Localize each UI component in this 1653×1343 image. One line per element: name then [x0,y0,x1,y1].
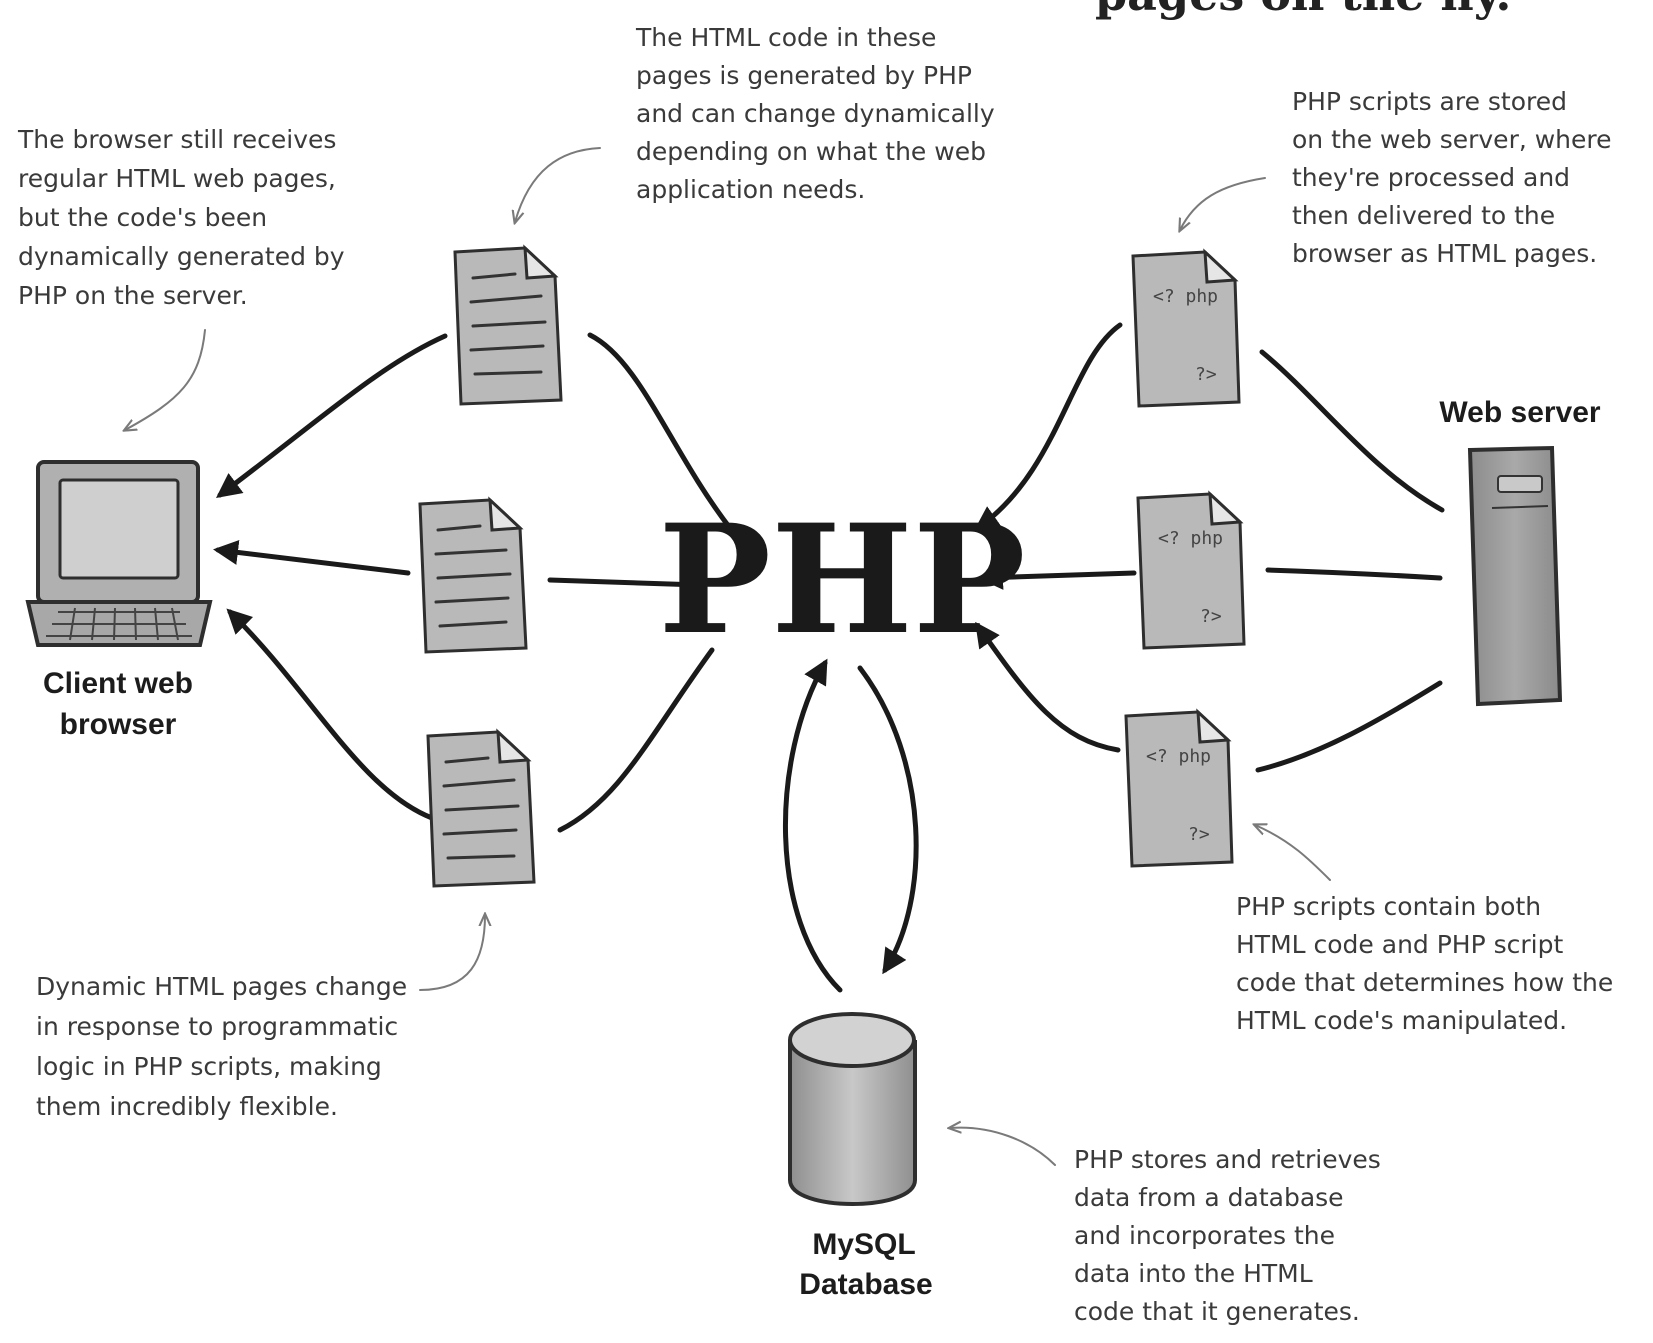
note-line: Dynamic HTML pages change [36,972,407,1001]
note-line: PHP stores and retrieves [1074,1145,1381,1174]
note-line: browser as HTML pages. [1292,239,1597,268]
note-database: PHP stores and retrieves data from a data… [1074,1145,1381,1326]
note-line: data into the HTML [1074,1259,1313,1288]
php-open-tag-top: <? php [1153,286,1218,307]
note-line: code that determines how the [1236,968,1613,997]
web-server-label: Web server [1439,396,1601,429]
note-line: HTML code's manipulated. [1236,1006,1567,1035]
html-page-icon-bottom [426,728,536,888]
php-open-tag-middle: <? php [1158,528,1223,549]
php-open-tag-bottom: <? php [1146,746,1211,767]
html-page-icon-top [453,244,563,406]
php-script-icon-bottom: <? php ?> [1124,708,1234,868]
note-line: PHP on the server. [18,281,248,310]
database-icon [788,1012,917,1206]
database-label-line2: Database [799,1268,932,1301]
note-line: depending on what the web [636,137,986,166]
note-line: but the code's been [18,203,267,232]
php-center-label: PHP [658,492,1025,668]
note-line: and incorporates the [1074,1221,1335,1250]
note-line: The browser still receives [17,125,336,154]
laptop-icon [25,460,213,647]
note-line: they're processed and [1292,163,1570,192]
note-html-pages: The HTML code in these pages is generated… [635,23,995,204]
note-line: them incredibly flexible. [36,1092,338,1121]
note-line: PHP scripts contain both [1236,892,1541,921]
php-close-tag-middle: ?> [1200,606,1222,627]
note-line: pages is generated by PHP [636,61,972,90]
note-line: code that it generates. [1074,1297,1360,1326]
php-script-icon-middle: <? php ?> [1136,490,1246,650]
note-line: PHP scripts are stored [1292,87,1567,116]
note-line: application needs. [636,175,865,204]
note-browser: The browser still receives regular HTML w… [17,125,345,310]
note-line: and can change dynamically [636,99,995,128]
note-line: then delivered to the [1292,201,1555,230]
note-line: regular HTML web pages, [18,164,336,193]
note-line: on the web server, where [1292,125,1612,154]
note-line: in response to programmatic [36,1012,398,1041]
note-line: dynamically generated by [18,242,345,271]
note-line: logic in PHP scripts, making [36,1052,382,1081]
flow-arrows [213,322,1445,993]
note-line: HTML code and PHP script [1236,930,1563,959]
annotation-pointers [125,147,1331,1166]
note-scripts-stored: PHP scripts are stored on the web server,… [1292,87,1612,268]
note-dynamic-pages: Dynamic HTML pages change in response to … [36,972,407,1121]
php-close-tag-top: ?> [1195,364,1217,385]
note-line: data from a database [1074,1183,1344,1212]
database-label-line1: MySQL [812,1228,915,1261]
web-server-icon [1467,445,1563,707]
client-browser-label-line1: Client web [43,667,193,700]
php-close-tag-bottom: ?> [1188,824,1210,845]
html-page-icon-middle [418,496,528,654]
note-line: The HTML code in these [635,23,936,52]
php-script-icon-top: <? php ?> [1131,248,1241,408]
title-fragment: pages on the fly. [1095,0,1511,21]
client-browser-label-line2: browser [60,708,177,741]
